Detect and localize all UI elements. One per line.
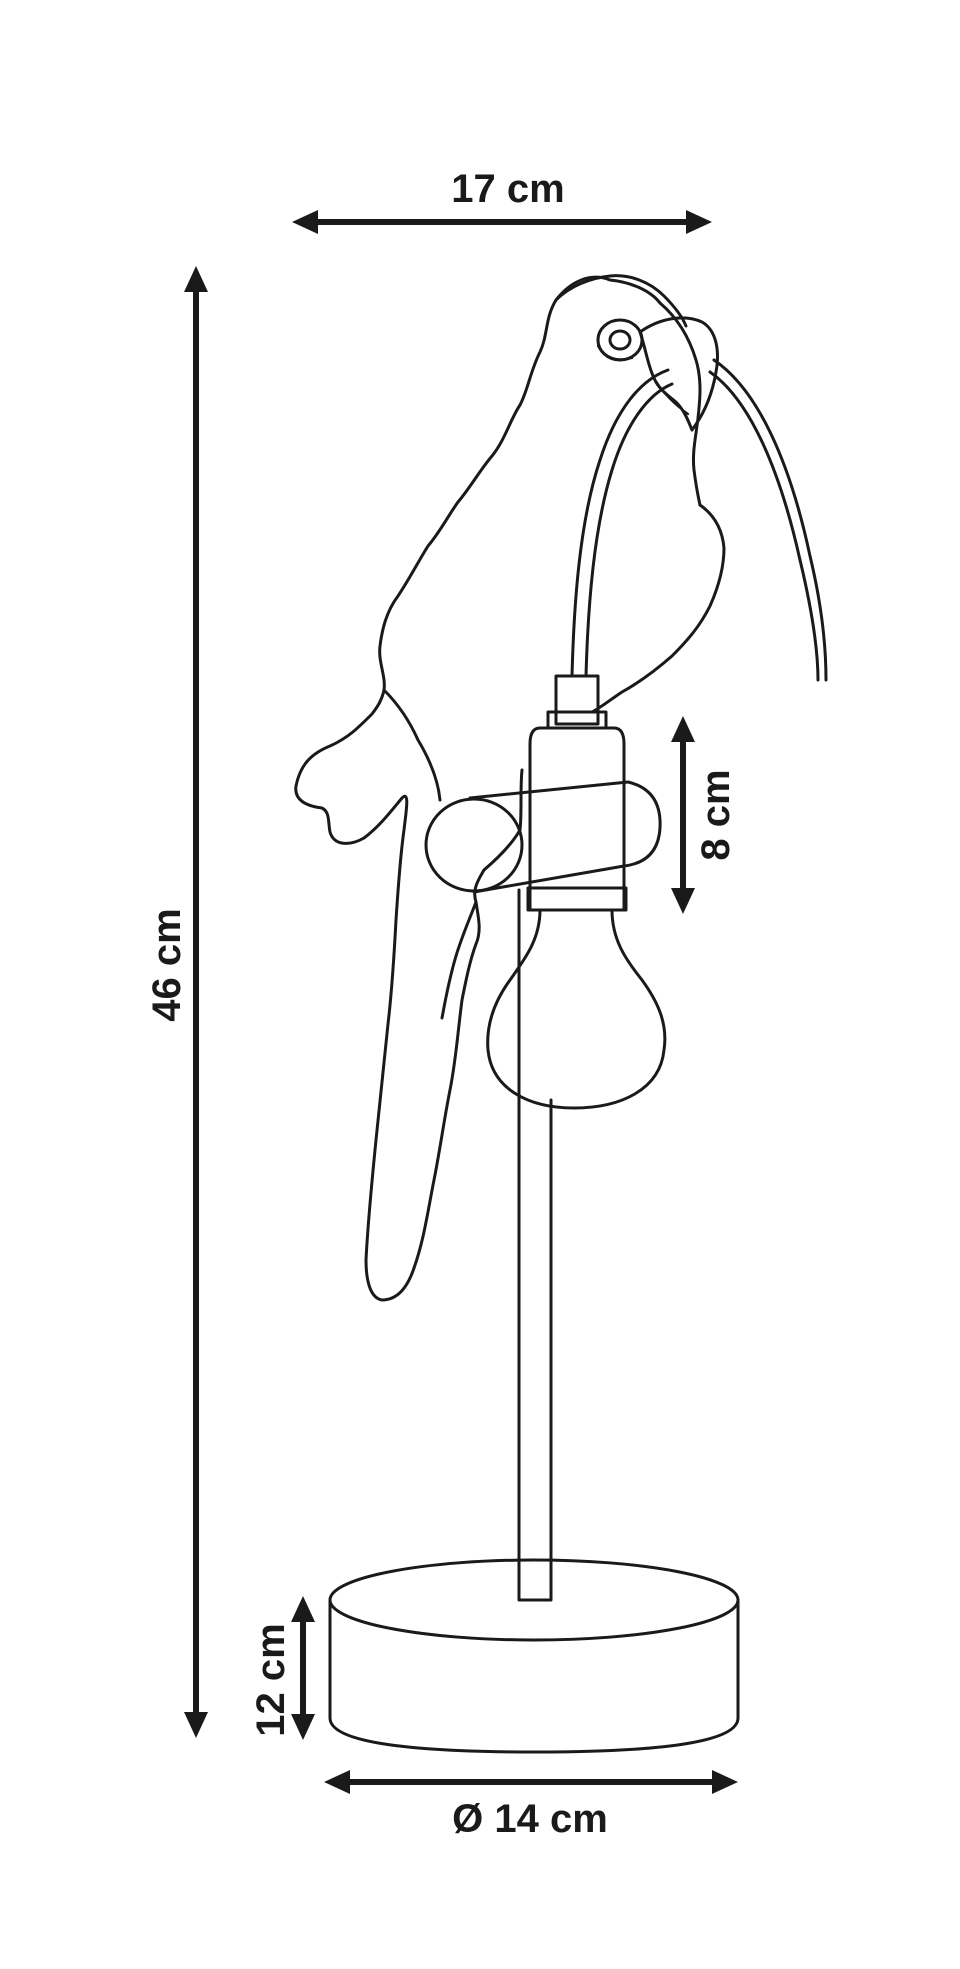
parrot-figure: [294, 274, 726, 1302]
width-dimension: 17 cm: [292, 167, 712, 234]
height-arrow-top: [184, 266, 208, 292]
cable-to-socket: [570, 368, 670, 678]
base-diameter-label: Ø 14 cm: [452, 1797, 608, 1841]
base-height-dimension: 12 cm: [249, 1596, 315, 1740]
parrot-tail-edge: [440, 900, 478, 1020]
width-label: 17 cm: [451, 167, 564, 211]
base-height-arrow-bottom: [291, 1714, 315, 1740]
socket-height-label: 8 cm: [694, 769, 738, 860]
parrot-head: [554, 274, 688, 328]
socket-cap: [554, 674, 600, 726]
base-side: [328, 1598, 740, 1754]
width-arrow-right: [686, 210, 712, 234]
lamp-base: [328, 1558, 740, 1754]
socket-ring: [526, 886, 628, 912]
cable-trailing: [708, 370, 820, 682]
power-cable: [570, 358, 828, 682]
parrot-chest: [658, 301, 702, 507]
width-arrow-left: [292, 210, 318, 234]
base-diameter-dimension: Ø 14 cm: [324, 1770, 738, 1841]
height-label: 46 cm: [145, 908, 189, 1021]
eye-inner: [608, 329, 632, 351]
parrot-beak: [638, 316, 719, 432]
cable-to-socket-inner: [584, 382, 674, 678]
parrot-wing: [482, 503, 726, 872]
lamp-pole: [517, 888, 553, 1602]
parrot-eye: [596, 318, 644, 362]
cable-trailing-inner: [712, 358, 828, 682]
parrot-lower-beak: [652, 376, 690, 416]
socket-arrow-top: [671, 716, 695, 742]
socket-height-dimension: 8 cm: [671, 716, 738, 914]
height-arrow-bottom: [184, 1712, 208, 1738]
base-diameter-arrow-right: [712, 1770, 738, 1794]
perch-body: [468, 780, 662, 894]
eye-lower-lid: [596, 344, 634, 361]
base-height-label: 12 cm: [249, 1623, 293, 1736]
socket-body: [528, 726, 626, 912]
pole-outline: [517, 888, 553, 1602]
parrot-tail: [382, 688, 442, 802]
bulb-glass: [486, 908, 667, 1110]
light-bulb: [486, 908, 667, 1110]
base-height-arrow-top: [291, 1596, 315, 1622]
parrot-body-outline: [294, 275, 662, 1302]
socket-arrow-bottom: [671, 888, 695, 914]
base-diameter-arrow-left: [324, 1770, 350, 1794]
base-top-ellipse: [328, 1558, 740, 1642]
height-dimension: 46 cm: [145, 266, 208, 1738]
